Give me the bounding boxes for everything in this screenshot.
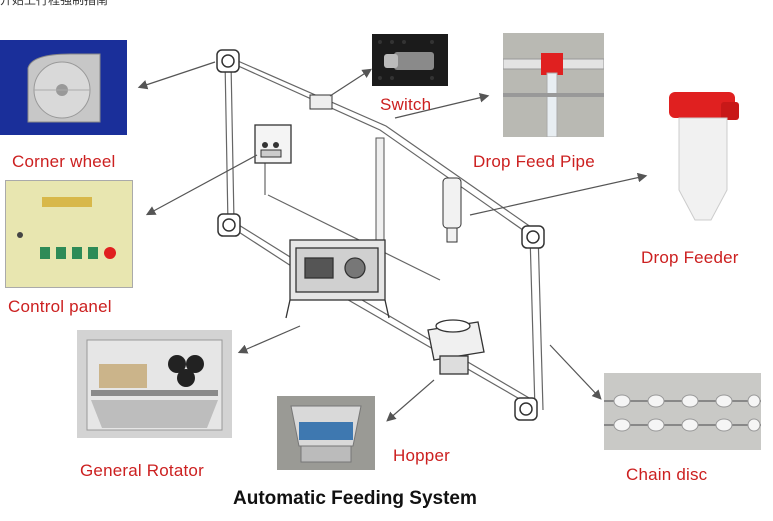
- label-switch: Switch: [380, 95, 432, 114]
- label-drop-feed-pipe: Drop Feed Pipe: [473, 152, 595, 171]
- photo-chain-disc: [604, 373, 761, 450]
- photo-hopper: [277, 396, 375, 470]
- top-caption: 开始上行程强制指南: [0, 0, 109, 7]
- leader-arrows: [137, 61, 648, 422]
- schematic-drop-pipe: [375, 137, 385, 256]
- photo-general-rotator: [77, 330, 232, 438]
- label-general-rotator: General Rotator: [80, 461, 204, 480]
- photo-corner-wheel: [0, 40, 127, 135]
- photo-drop-feed-pipe: [503, 33, 604, 137]
- label-corner-wheel: Corner wheel: [12, 152, 116, 171]
- schematic-drop-feeder: [442, 177, 462, 243]
- photo-drop-feeder: [651, 80, 753, 235]
- schematic-hopper: [427, 319, 485, 375]
- schematic-rotator: [285, 239, 390, 319]
- schematic-corner-wheels: [216, 49, 545, 421]
- label-chain-disc: Chain disc: [626, 465, 708, 484]
- schematic-switch: [309, 94, 333, 110]
- schematic-control-box: [254, 124, 292, 164]
- photo-control-panel: [5, 180, 133, 288]
- label-drop-feeder: Drop Feeder: [641, 248, 739, 267]
- label-hopper: Hopper: [393, 446, 450, 465]
- photo-switch: [372, 34, 448, 86]
- diagram-title: Automatic Feeding System: [233, 488, 477, 509]
- label-control-panel: Control panel: [8, 297, 112, 316]
